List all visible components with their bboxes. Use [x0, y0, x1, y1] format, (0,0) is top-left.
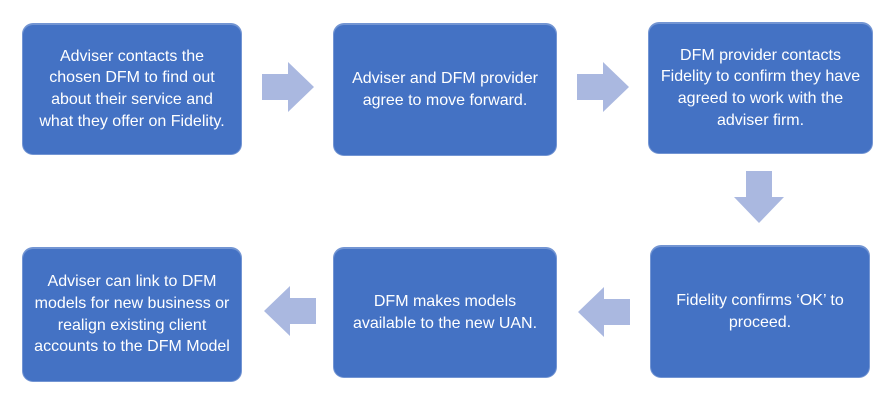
arrow-left-icon	[578, 287, 630, 337]
flow-step-4: Fidelity confirms ‘OK’ to proceed.	[650, 245, 870, 378]
arrow-right-icon	[262, 62, 314, 112]
flow-step-3-label: DFM provider contacts Fidelity to confir…	[660, 46, 861, 129]
flow-step-4-label: Fidelity confirms ‘OK’ to proceed.	[676, 291, 844, 331]
arrow-right-icon	[577, 62, 629, 112]
flow-step-6-label: Adviser can link to DFM models for new b…	[34, 273, 230, 356]
flow-step-2: Adviser and DFM provider agree to move f…	[333, 23, 557, 156]
flow-step-2-label: Adviser and DFM provider agree to move f…	[352, 69, 538, 109]
arrow-left-icon	[264, 286, 316, 336]
flow-step-6: Adviser can link to DFM models for new b…	[22, 247, 242, 382]
flow-step-1-label: Adviser contacts the chosen DFM to find …	[39, 47, 225, 130]
flow-step-1: Adviser contacts the chosen DFM to find …	[22, 23, 242, 155]
flow-step-5: DFM makes models available to the new UA…	[333, 247, 557, 378]
flow-step-5-label: DFM makes models available to the new UA…	[352, 292, 538, 332]
arrow-down-icon	[734, 171, 784, 223]
flow-step-3: DFM provider contacts Fidelity to confir…	[648, 22, 873, 154]
